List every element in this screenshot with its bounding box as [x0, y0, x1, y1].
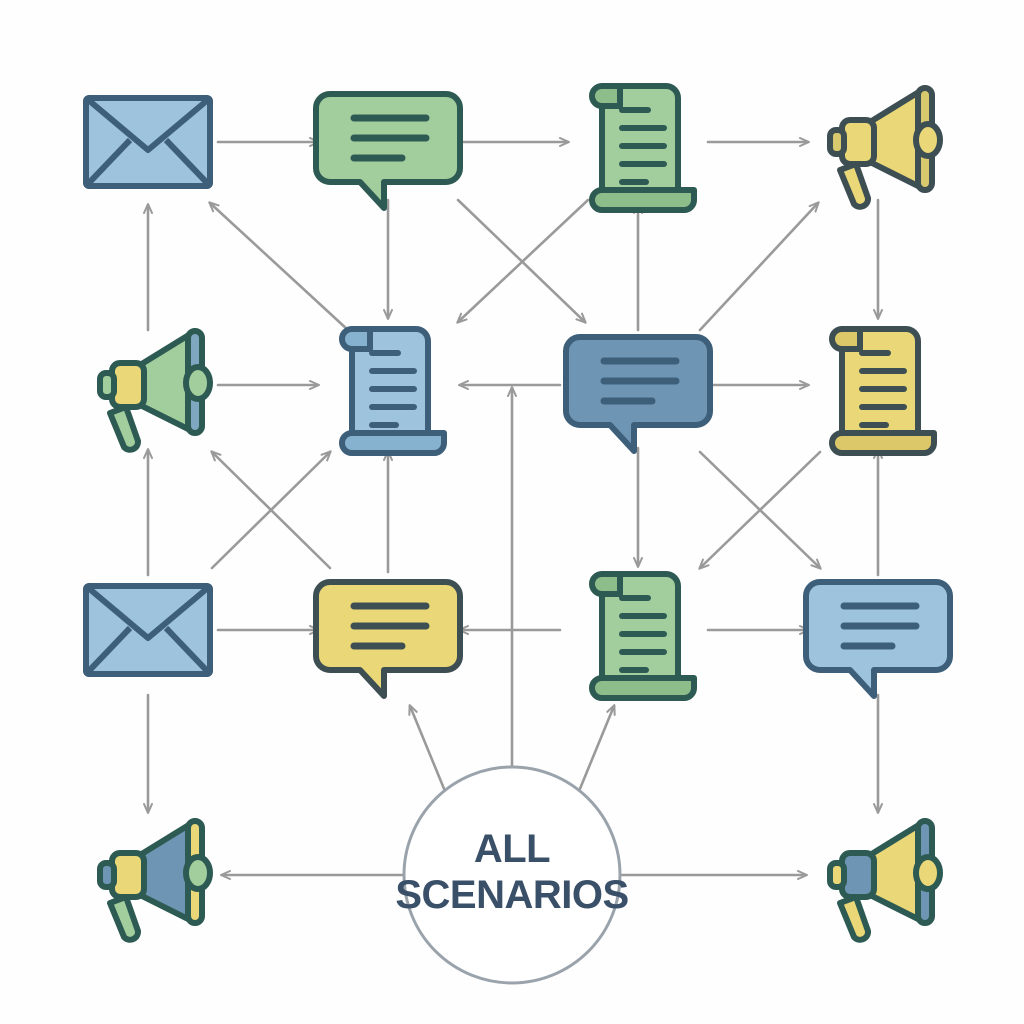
scroll-top-curl-icon	[339, 326, 373, 352]
connector-layer	[143, 137, 883, 880]
envelope-fold-left-icon	[83, 137, 133, 189]
envelope-flap-icon	[84, 95, 212, 153]
megaphone-knob-icon	[183, 364, 213, 402]
megaphone-handle-icon	[107, 894, 141, 943]
arrow-n8-to-n12	[698, 450, 822, 570]
megaphone-cap-icon	[97, 860, 117, 890]
scroll-top-curl-icon	[589, 571, 623, 597]
envelope-fold-right-icon	[163, 625, 213, 677]
chat-bubble-icon	[563, 334, 713, 454]
megaphone-knob-icon	[183, 854, 213, 892]
envelope-icon	[83, 583, 213, 677]
hub-label-line1: ALL	[474, 827, 550, 871]
megaphone-blue-bottom-left[interactable]	[97, 818, 213, 943]
envelope-flap-icon	[84, 583, 212, 641]
megaphone-yellow-top-right[interactable]	[827, 85, 943, 210]
megaphone-handle-icon	[837, 894, 871, 943]
envelope-icon	[83, 95, 213, 189]
all-scenarios-hub[interactable]: ALL SCENARIOS	[395, 765, 629, 985]
chat-bubble-icon	[313, 579, 463, 699]
scroll-yellow-middle-right[interactable]	[829, 326, 937, 456]
arrow-n9-to-n6	[210, 450, 332, 570]
megaphone-yellow-bottom-right[interactable]	[827, 818, 943, 943]
scroll-bottom-curl-icon	[829, 430, 937, 456]
scroll-green-top[interactable]	[589, 83, 697, 213]
arrow-n2-to-n7	[456, 198, 587, 324]
envelope-blue-bottom-left[interactable]	[83, 583, 213, 677]
hub-label-line2: SCENARIOS	[395, 873, 628, 917]
scroll-top-curl-icon	[829, 326, 863, 352]
scroll-blue-middle[interactable]	[339, 326, 447, 456]
chat-bubble-green-top[interactable]	[313, 91, 463, 211]
arrow-n7-to-n4	[698, 201, 820, 332]
chat-bubble-icon	[803, 579, 953, 699]
scroll-green-row3[interactable]	[589, 571, 697, 701]
megaphone-green-middle-left[interactable]	[97, 328, 213, 453]
hub-circle	[402, 765, 622, 985]
chat-bubble-blue-row3[interactable]	[803, 579, 953, 699]
megaphone-cap-icon	[97, 370, 117, 400]
arrow-hub-to-n11	[575, 704, 616, 798]
chat-bubble-yellow-row3[interactable]	[313, 579, 463, 699]
megaphone-knob-icon	[913, 121, 943, 159]
megaphone-handle-icon	[837, 161, 871, 210]
arrow-hub-to-n10	[408, 704, 449, 798]
envelope-fold-left-icon	[83, 625, 133, 677]
scroll-bottom-curl-icon	[589, 675, 697, 701]
megaphone-cap-icon	[827, 860, 847, 890]
chat-bubble-icon	[313, 91, 463, 211]
chat-bubble-deep-blue-middle[interactable]	[563, 334, 713, 454]
megaphone-cap-icon	[827, 127, 847, 157]
megaphone-handle-icon	[107, 404, 141, 453]
arrow-n6-to-n1	[208, 201, 350, 332]
scroll-bottom-curl-icon	[589, 187, 697, 213]
envelope-blue-top-left[interactable]	[83, 95, 213, 189]
megaphone-knob-icon	[913, 854, 943, 892]
envelope-fold-right-icon	[163, 137, 213, 189]
scroll-top-curl-icon	[589, 83, 623, 109]
scroll-bottom-curl-icon	[339, 430, 447, 456]
